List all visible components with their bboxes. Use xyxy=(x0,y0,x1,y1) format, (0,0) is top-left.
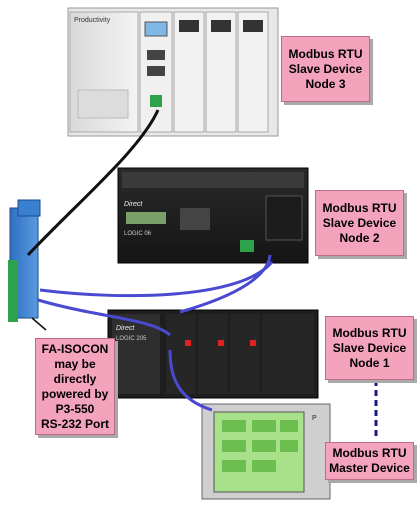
blue-cable-to-hmi xyxy=(168,349,213,412)
directlogic-06-plc: Direct LOGIC 06 xyxy=(117,167,309,264)
productivity-p3-rack: Productivity xyxy=(67,7,279,137)
dl06-logo: Direct xyxy=(124,201,143,208)
dl205-cpu xyxy=(112,314,160,394)
isocon-terminal-block xyxy=(8,260,18,322)
callout-fa-isocon: FA-ISOCON may be directly powered by P3-… xyxy=(35,338,115,435)
productivity-logo: Productivity xyxy=(74,17,111,24)
cmore-hmi-panel: P xyxy=(201,403,331,500)
dl205-logo: Direct xyxy=(116,325,135,332)
dl06-model: LOGIC 06 xyxy=(124,231,152,237)
cpu-green-connector xyxy=(150,95,162,107)
dl06-lcd xyxy=(126,212,166,224)
black-rs232-cable xyxy=(26,109,160,257)
fa-isocon-device xyxy=(8,199,41,322)
isocon-pointer xyxy=(31,317,47,331)
red-led xyxy=(185,340,191,346)
callout-node-2: Modbus RTU Slave Device Node 2 xyxy=(315,190,404,256)
blue-cable-to-dl205 xyxy=(37,298,171,337)
callout-node-1: Modbus RTU Slave Device Node 1 xyxy=(325,316,414,380)
blue-cable-to-dl06 xyxy=(39,261,274,298)
directlogic-205-rack: Direct LOGIC 205 xyxy=(107,309,319,399)
dl205-model: LOGIC 205 xyxy=(116,336,147,342)
blue-cable-dl06-down xyxy=(179,254,272,314)
callout-node-3: Modbus RTU Slave Device Node 3 xyxy=(281,36,370,102)
hmi-corner-label: P xyxy=(312,415,317,422)
callout-master-device: Modbus RTU Master Device xyxy=(325,442,414,480)
